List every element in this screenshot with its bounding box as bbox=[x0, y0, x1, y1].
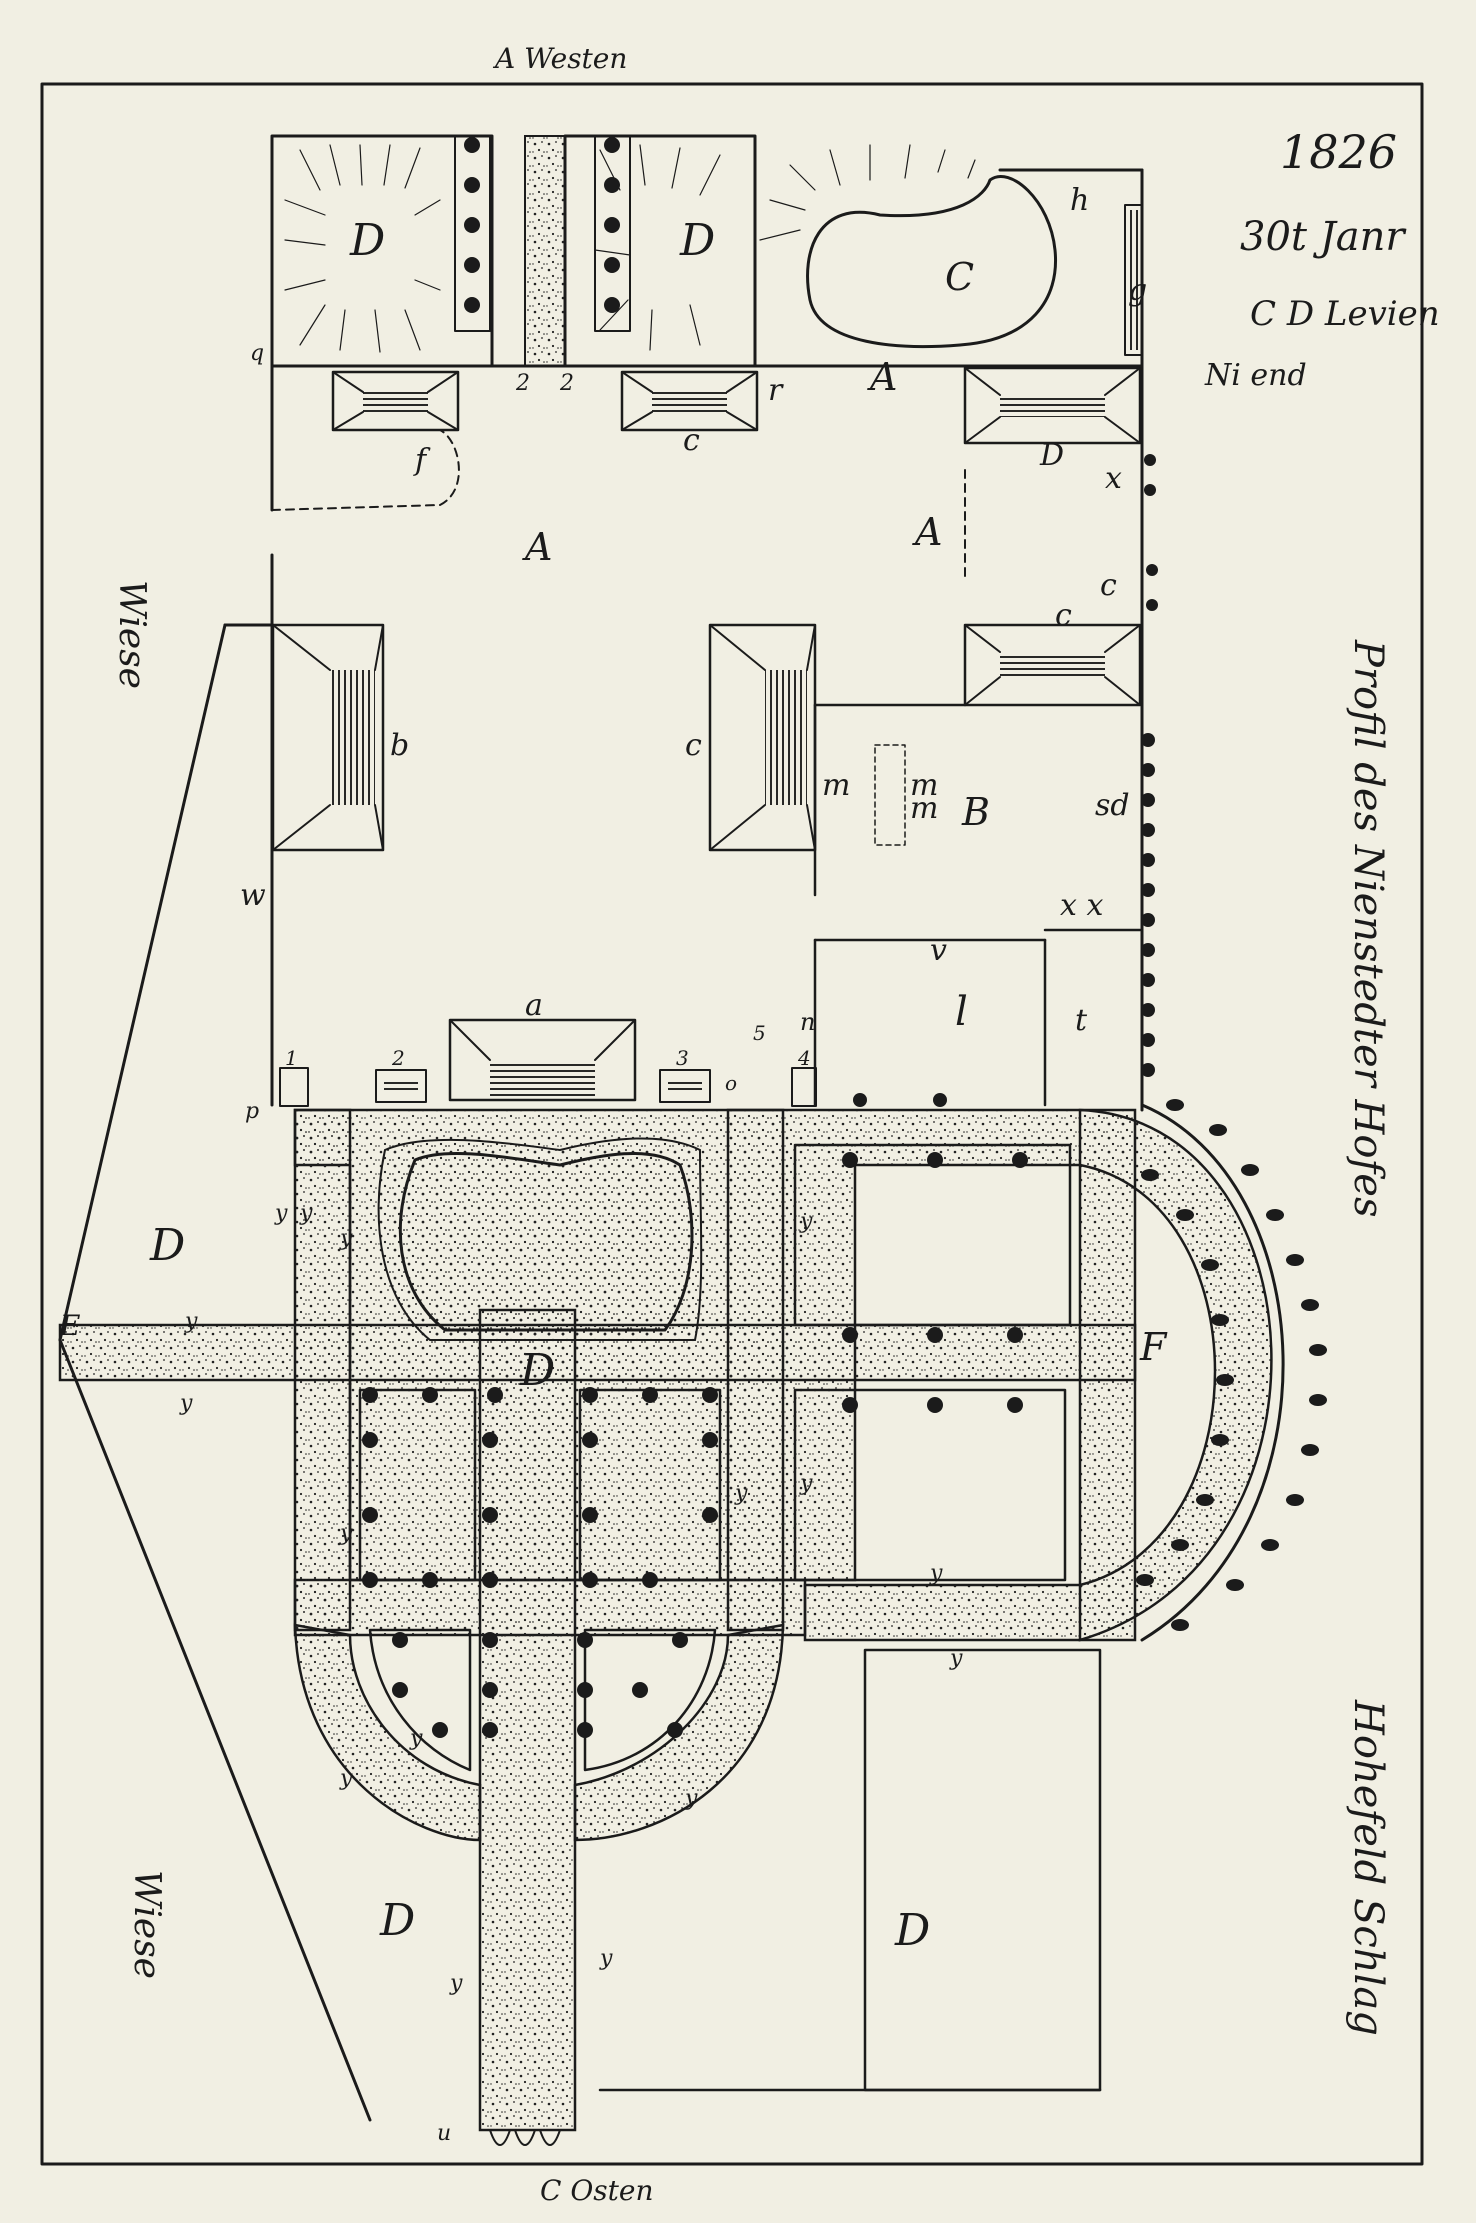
label-f: f bbox=[413, 443, 431, 478]
label-r: r bbox=[768, 373, 784, 408]
west-avenue bbox=[524, 135, 566, 367]
annotation-extra: Ni end bbox=[1204, 358, 1307, 393]
label-m: m bbox=[822, 768, 850, 803]
annotation-right-lower: Hohefeld Schlag bbox=[1345, 1699, 1391, 2036]
buildings bbox=[271, 204, 1143, 1107]
label-b: b bbox=[390, 728, 409, 763]
label-c: c bbox=[685, 728, 702, 763]
top-garden-beds bbox=[270, 134, 757, 368]
exedra bbox=[1078, 1108, 1273, 1642]
label-y: y bbox=[799, 1471, 813, 1496]
tree-row-right bbox=[1141, 454, 1158, 1077]
label-pond-c: C bbox=[945, 255, 974, 299]
label-o: o bbox=[725, 1071, 737, 1095]
label-y: y bbox=[274, 1201, 288, 1226]
label-xx: x x bbox=[1060, 888, 1103, 923]
orientation-bottom: C Osten bbox=[540, 2174, 654, 2207]
annotation-left-lower: Wiese bbox=[126, 1870, 167, 1979]
label-garden-d: D bbox=[379, 1895, 415, 1946]
label-t: t bbox=[1075, 1003, 1088, 1038]
label-c: c bbox=[683, 423, 700, 458]
label-w: w bbox=[240, 878, 266, 913]
oval-parterre bbox=[377, 1137, 703, 1341]
label-2: 2 bbox=[391, 1046, 405, 1070]
top-compound-walls bbox=[270, 168, 1144, 1112]
label-2: 2 bbox=[559, 371, 574, 396]
label-gate-e: E bbox=[59, 1309, 80, 1342]
label-5: 5 bbox=[753, 1021, 766, 1045]
label-q: q bbox=[250, 341, 264, 366]
label-u: u bbox=[437, 2121, 451, 2146]
label-y: y bbox=[599, 1946, 613, 1971]
label-1: 1 bbox=[285, 1046, 298, 1070]
exedra-trees bbox=[1136, 1099, 1327, 1631]
label-y: y bbox=[449, 1971, 463, 1996]
south-semicircle bbox=[293, 1623, 482, 1842]
label-garden-d: D bbox=[894, 1905, 930, 1956]
label-yard-a-right: A bbox=[912, 510, 942, 554]
label-building-d: D bbox=[1039, 438, 1064, 473]
label-c: c bbox=[1055, 598, 1072, 633]
label-y: y bbox=[184, 1309, 198, 1334]
label-y: y bbox=[339, 1521, 353, 1546]
yard-b-walls bbox=[813, 703, 1142, 1107]
parterre-trees bbox=[362, 1093, 1028, 1738]
label-m: m bbox=[910, 791, 938, 826]
label-exedra-f: F bbox=[1139, 1325, 1168, 1369]
label-x: x bbox=[1105, 461, 1122, 496]
label-m: m bbox=[910, 768, 938, 803]
annotation-left-upper: Wiese bbox=[111, 580, 152, 689]
label-y: y bbox=[339, 1226, 353, 1251]
annotation-year: 1826 bbox=[1280, 125, 1397, 179]
label-y: y bbox=[929, 1561, 943, 1586]
label-v: v bbox=[930, 933, 947, 968]
label-3: 3 bbox=[676, 1046, 689, 1070]
annotation-right-title: Profil des Nienstedter Hofes bbox=[1345, 639, 1391, 1217]
label-h: h bbox=[1070, 183, 1089, 218]
annotation-author: C D Levien bbox=[1250, 294, 1440, 334]
east-gate bbox=[489, 2129, 561, 2146]
label-sd: sd bbox=[1095, 788, 1130, 823]
label-c: c bbox=[1100, 568, 1117, 603]
label-yard-a-left: A bbox=[867, 355, 897, 399]
label-y: y bbox=[949, 1646, 963, 1671]
field-boundaries bbox=[58, 623, 372, 2122]
label-y: y bbox=[734, 1481, 748, 1506]
label-y: y bbox=[339, 1766, 353, 1791]
label-garden-d: D bbox=[519, 1345, 555, 1396]
label-garden-d: D bbox=[349, 215, 385, 266]
label-p: p bbox=[245, 1099, 259, 1124]
label-4: 4 bbox=[797, 1046, 811, 1070]
label-y: y bbox=[299, 1201, 313, 1226]
label-y: y bbox=[799, 1209, 813, 1234]
label-garden-d: D bbox=[149, 1220, 185, 1271]
label-y: y bbox=[409, 1726, 423, 1751]
label-g: g bbox=[1128, 273, 1147, 308]
annotation-date: 30t Janr bbox=[1240, 214, 1407, 260]
pond bbox=[759, 144, 1058, 349]
label-y: y bbox=[179, 1391, 193, 1416]
label-garden-d: D bbox=[679, 215, 715, 266]
label-n: n bbox=[800, 1008, 815, 1036]
label-y: y bbox=[684, 1786, 698, 1811]
label-yard-b: B bbox=[961, 790, 990, 834]
orientation-top: A Westen bbox=[492, 42, 627, 75]
label-courtyard-a: A bbox=[522, 525, 552, 569]
drawing-frame bbox=[40, 82, 1424, 2166]
label-2: 2 bbox=[515, 371, 530, 396]
label-a: a bbox=[525, 988, 543, 1023]
label-l: l bbox=[955, 989, 968, 1035]
